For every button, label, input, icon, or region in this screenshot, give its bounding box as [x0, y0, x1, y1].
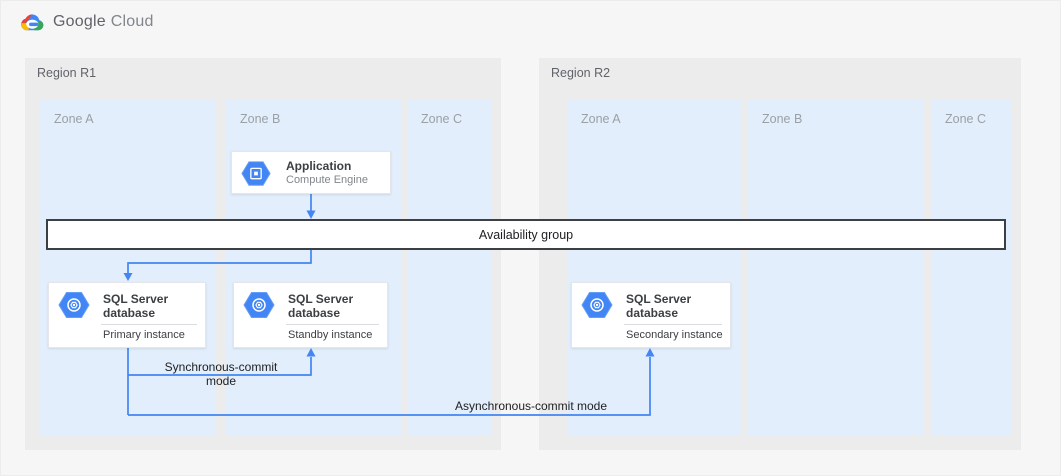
sql-primary-title: SQL Server database	[103, 292, 169, 320]
sql-standby-title: SQL Server database	[288, 292, 354, 320]
sql-primary-card: SQL Server database Primary instance	[48, 282, 206, 348]
arrow-async-commit	[128, 357, 651, 416]
availability-group-bar: Availability group	[46, 219, 1006, 250]
sql-secondary-subtitle: Secondary instance	[626, 329, 723, 341]
sync-commit-label: Synchronous-commit mode	[164, 360, 278, 388]
zone-label: Zone B	[762, 112, 803, 126]
region-r1-label: Region R1	[37, 66, 97, 80]
arrowhead-down-into-primary	[123, 273, 133, 281]
sql-database-icon	[58, 292, 90, 318]
compute-engine-icon	[241, 161, 271, 186]
google-cloud-logo-icon	[21, 14, 44, 31]
region-r2-zone-a: Zone A	[567, 99, 741, 436]
application-title: Application	[286, 159, 352, 173]
arrowhead-down-into-availability-group	[306, 210, 316, 219]
arrowhead-up-into-secondary	[645, 348, 655, 357]
region-r2-zone-c: Zone C	[931, 99, 1012, 436]
sql-secondary-card: SQL Server database Secondary instance	[571, 282, 731, 348]
sql-standby-card: SQL Server database Standby instance	[233, 282, 388, 348]
region-r1-zone-c: Zone C	[407, 99, 492, 436]
sql-database-icon	[581, 292, 613, 318]
arrow-availability-group-to-primary	[127, 250, 312, 274]
application-subtitle: Compute Engine	[286, 174, 368, 186]
region-r2-zone-b: Zone B	[748, 99, 924, 436]
brand-text-cloud: Cloud	[110, 13, 154, 30]
arrow-sync-commit	[128, 357, 312, 376]
sql-standby-subtitle: Standby instance	[288, 329, 373, 341]
zone-label: Zone C	[421, 112, 462, 126]
region-r2-label: Region R2	[551, 66, 611, 80]
brand-text-google: Google	[53, 13, 106, 30]
zone-label: Zone B	[240, 112, 281, 126]
sql-database-icon	[243, 292, 275, 318]
zone-label: Zone C	[945, 112, 986, 126]
zone-label: Zone A	[581, 112, 621, 126]
card-divider	[286, 324, 379, 325]
sql-secondary-title: SQL Server database	[626, 292, 692, 320]
availability-group-label: Availability group	[478, 227, 574, 242]
sql-primary-subtitle: Primary instance	[103, 329, 185, 341]
card-divider	[624, 324, 722, 325]
application-card: Application Compute Engine	[231, 151, 391, 194]
card-divider	[101, 324, 197, 325]
zone-label: Zone A	[54, 112, 94, 126]
async-commit-label: Asynchronous-commit mode	[454, 399, 608, 413]
arrowhead-up-into-standby	[306, 348, 316, 357]
